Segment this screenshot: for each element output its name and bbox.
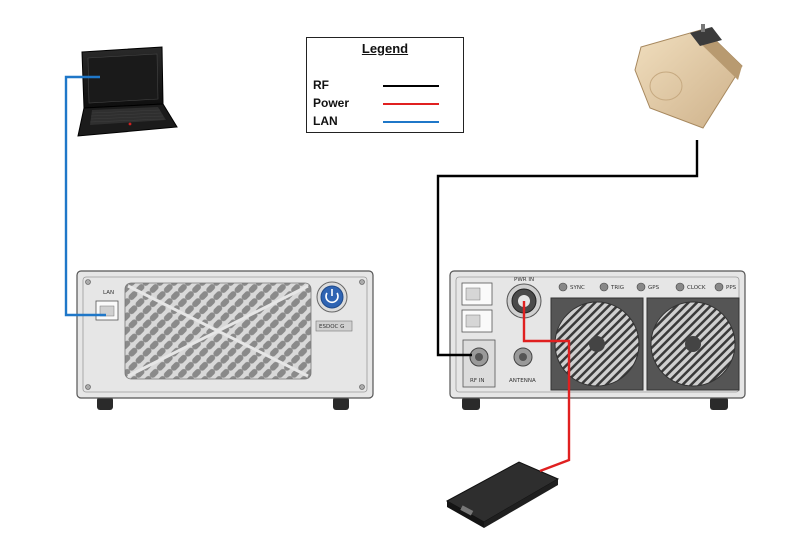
port-pps-label: PPS	[726, 285, 737, 291]
legend-title: Legend	[361, 41, 409, 56]
port-trig-label: TRIG	[610, 285, 624, 291]
legend-item-lan: LAN	[313, 114, 463, 132]
legend-item-power: Power	[313, 96, 463, 114]
power-adapter	[445, 461, 560, 528]
rf-in-label: RF IN	[470, 378, 484, 384]
port-clock-label: CLOCK	[687, 285, 706, 291]
legend-line-power	[383, 103, 439, 105]
fan-left	[550, 297, 644, 391]
gps-antenna	[634, 24, 743, 129]
legend-line-rf	[383, 85, 439, 87]
port-sync-label: SYNC	[570, 285, 585, 291]
front-panel-unit: LAN ESDOC G	[76, 270, 374, 410]
legend: Legend RF Power LAN	[306, 37, 464, 133]
laptop	[77, 46, 178, 137]
lan-cable	[64, 75, 106, 317]
legend-item-rf: RF	[313, 78, 463, 96]
port-gps-label: GPS	[648, 285, 660, 291]
fan-right	[646, 297, 740, 391]
pwr-in-label: PWR IN	[514, 277, 534, 283]
power-cable	[522, 301, 571, 473]
rf-cable	[436, 140, 699, 357]
antenna-label: ANTENNA	[509, 378, 536, 384]
legend-line-lan	[383, 121, 439, 123]
rear-panel-unit: PWR IN RF IN ANTENNA SYNC TRIG GPS CLOCK…	[449, 270, 746, 410]
front-id-plate: ESDOC G	[319, 324, 344, 330]
front-lan-label: LAN	[103, 290, 114, 296]
